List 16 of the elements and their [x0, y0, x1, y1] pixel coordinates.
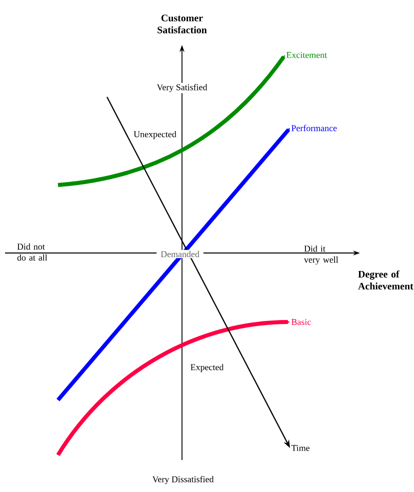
origin-label: Demanded	[156, 250, 204, 258]
axis-title: Customer Satisfaction	[158, 14, 207, 34]
axis-title: Degree of Achievement	[358, 270, 414, 290]
axis-end-label: Did it very well	[304, 245, 338, 265]
line-arrow	[56, 128, 290, 402]
region-label: Expected	[190, 364, 224, 372]
curve-label: Performance	[291, 124, 337, 132]
curve-label: Excitement	[286, 52, 327, 58]
region-label: Unexpected	[134, 130, 176, 140]
curve-arrow	[58, 55, 286, 187]
axis-end-label: Did not do at all	[17, 243, 48, 261]
axis-label: Very Dissatisfied	[152, 476, 214, 484]
axis-label: Very Satisfied	[156, 82, 208, 94]
curve-arrow	[56, 320, 290, 456]
curve-label: Basic	[291, 319, 311, 326]
curve-label: Time	[291, 445, 310, 452]
